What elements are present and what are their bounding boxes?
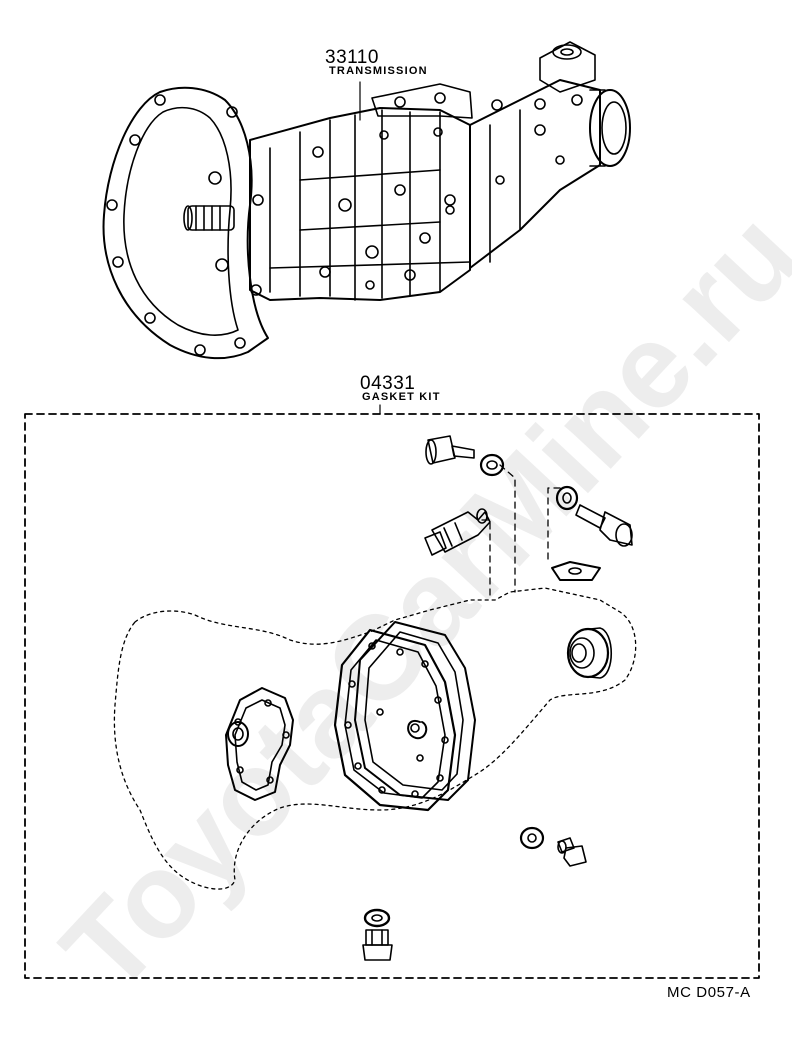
case-gasket-large-front (333, 628, 457, 812)
front-retainer-gasket (225, 687, 294, 801)
transmission-assembly (102, 41, 631, 360)
phantom-transmission-outline (113, 587, 637, 890)
gasket-washer-top (479, 453, 505, 477)
rear-oil-seal (566, 627, 612, 679)
filler-plug (362, 929, 393, 961)
transmission-part-name: TRANSMISSION (329, 65, 428, 77)
gasket-kit-part-number: 04331 (360, 373, 416, 394)
front-oil-seal (227, 721, 249, 747)
case-gasket-large-back (354, 621, 476, 801)
gasket-kit-group (24, 404, 760, 979)
figure-code: MC D057-A (667, 984, 751, 1001)
snap-ring (407, 719, 428, 740)
gasket-kit-part-name: GASKET KIT (362, 391, 441, 403)
filler-plug-washer (363, 908, 391, 928)
transmission-part-number: 33110 (325, 47, 379, 68)
small-plate-gasket (551, 561, 601, 581)
drain-plug-washer (519, 826, 545, 850)
gasket-kit-boundary (24, 413, 760, 979)
drain-plug (557, 837, 587, 867)
plug-bolt-top (425, 435, 475, 465)
speedometer-sleeve (424, 508, 491, 556)
washer-right (555, 485, 579, 511)
bolt-right (575, 504, 633, 547)
